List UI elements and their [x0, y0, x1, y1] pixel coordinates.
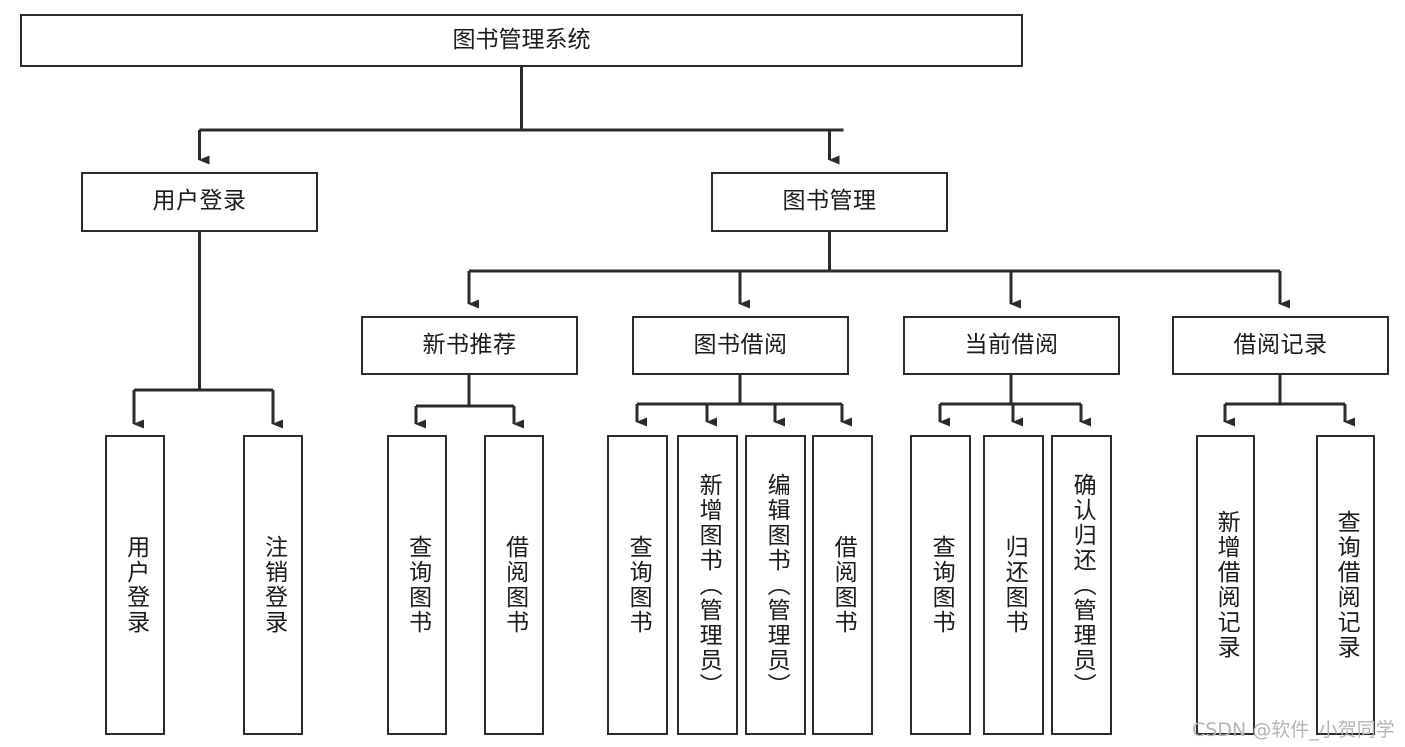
node-leaf-query-book-rec[interactable]: 查询图书: [387, 435, 447, 735]
node-label: 查询图书: [625, 535, 652, 635]
node-leaf-borrow-book-rec[interactable]: 借阅图书: [484, 435, 544, 735]
node-label: 新增借阅记录: [1213, 510, 1240, 660]
node-label: 图书管理系统: [452, 26, 591, 53]
edges-currentborrow-to-leaves: [938, 375, 1091, 427]
edges-newbookrec-to-leaves: [414, 375, 524, 429]
node-leaf-query-borrow-record[interactable]: 查询借阅记录: [1316, 435, 1375, 735]
node-leaf-logout[interactable]: 注销登录: [243, 435, 303, 735]
node-root-system[interactable]: 图书管理系统: [20, 14, 1023, 67]
node-leaf-query-book-borrow[interactable]: 查询图书: [607, 435, 668, 735]
edges-borrowrecord-to-leaves: [1223, 375, 1355, 427]
node-label: 用户登录: [152, 188, 247, 215]
node-label: 确认归还（管理员）: [1069, 472, 1096, 698]
node-label: 查询图书: [928, 535, 955, 635]
node-leaf-confirm-return[interactable]: 确认归还（管理员）: [1051, 435, 1112, 735]
node-label: 用户登录: [122, 535, 149, 635]
node-label: 编辑图书（管理员）: [763, 472, 790, 698]
node-label: 图书管理: [782, 188, 877, 215]
node-leaf-add-borrow-record[interactable]: 新增借阅记录: [1196, 435, 1255, 735]
node-leaf-query-book-current[interactable]: 查询图书: [910, 435, 971, 735]
node-leaf-edit-book[interactable]: 编辑图书（管理员）: [745, 435, 806, 735]
node-label: 注销登录: [260, 535, 287, 635]
edges-bookmanage-to-level2: [467, 232, 1290, 309]
node-current-borrow[interactable]: 当前借阅: [903, 316, 1120, 375]
node-label: 借阅图书: [501, 535, 528, 635]
node-label: 图书借阅: [693, 331, 788, 358]
node-label: 查询借阅记录: [1333, 510, 1360, 660]
node-leaf-add-book[interactable]: 新增图书（管理员）: [677, 435, 738, 735]
node-book-manage[interactable]: 图书管理: [711, 172, 948, 232]
edges-bookborrow-to-leaves: [635, 375, 852, 427]
node-book-borrow[interactable]: 图书借阅: [632, 316, 849, 375]
node-label: 借阅记录: [1233, 331, 1328, 358]
node-label: 查询图书: [404, 535, 431, 635]
node-label: 新增图书（管理员）: [695, 472, 722, 698]
node-borrow-record[interactable]: 借阅记录: [1172, 316, 1389, 375]
node-label: 归还图书: [1001, 535, 1028, 635]
csdn-watermark: CSDN @软件_小贺同学: [1192, 719, 1395, 741]
node-leaf-return-book[interactable]: 归还图书: [983, 435, 1044, 735]
node-new-book-recommend[interactable]: 新书推荐: [361, 316, 578, 375]
node-label: 借阅图书: [830, 535, 857, 635]
edges-root-to-level1: [198, 67, 844, 165]
node-user-login[interactable]: 用户登录: [81, 172, 318, 232]
node-leaf-borrow-book[interactable]: 借阅图书: [812, 435, 873, 735]
node-label: 新书推荐: [422, 331, 517, 358]
node-leaf-user-login[interactable]: 用户登录: [105, 435, 165, 735]
edges-userlogin-to-leaves: [132, 232, 283, 429]
node-label: 当前借阅: [964, 331, 1059, 358]
